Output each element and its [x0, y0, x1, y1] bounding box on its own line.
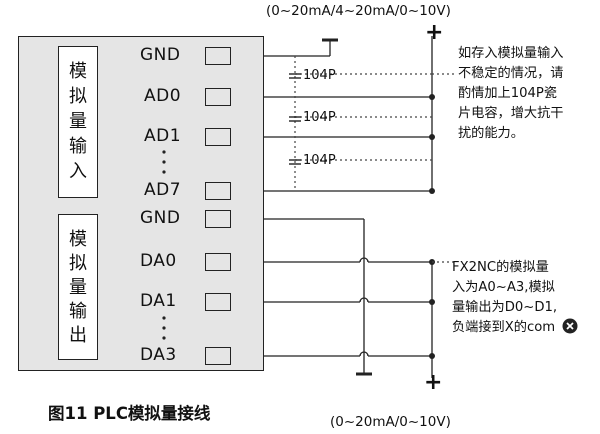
output-group-box: 模 拟 量 输 出: [58, 214, 98, 360]
terminal-pin-da1: [205, 293, 231, 311]
input-group-char: 量: [69, 111, 87, 132]
input-group-char: 输: [69, 136, 87, 157]
junction-ad1: [429, 134, 435, 140]
terminal-pin-gnd-out: [205, 210, 231, 228]
capacitor-symbol-2: [289, 116, 301, 122]
note-line: 扰的能力。: [458, 126, 524, 141]
terminal-label-ad1: AD1: [144, 126, 182, 146]
note-line: 量输出为D0~D1,: [452, 300, 558, 315]
wire-da0-hop: [359, 257, 369, 263]
input-group-char: 入: [69, 161, 87, 182]
terminal-label-da0: DA0: [140, 251, 177, 271]
input-group-char: 拟: [69, 86, 87, 107]
bottom-range-label: (0~20mA/0~10V): [330, 414, 451, 430]
plc-body: [18, 36, 264, 371]
terminal-pin-da3: [205, 347, 231, 365]
terminal-label-ad7: AD7: [144, 180, 182, 200]
terminal-pin-ad1: [205, 128, 231, 146]
junction-da1: [429, 299, 435, 305]
note-fx2nc: FX2NC的模拟量 入为A0~A3,模拟 量输出为D0~D1, 负端接到X的co…: [452, 258, 578, 338]
wire-da3-hop: [359, 351, 369, 357]
junction-ad7: [429, 188, 435, 194]
ellipsis-dots-output: [162, 316, 166, 340]
junction-ad0: [429, 94, 435, 100]
note-line: 酌情加上104P瓷: [458, 86, 558, 101]
note-line: 负端接到X的com: [452, 318, 578, 338]
capacitor-symbol-1: [289, 73, 301, 79]
output-group-char: 输: [69, 301, 87, 322]
output-group-char: 出: [69, 325, 87, 346]
plus-sign-top: +: [425, 20, 444, 45]
note-line: 入为A0~A3,模拟: [452, 280, 555, 295]
x-circle-icon: [562, 318, 578, 334]
terminal-pin-ad0: [205, 88, 231, 106]
output-group-char: 模: [69, 229, 87, 250]
terminal-label-da1: DA1: [140, 291, 177, 311]
terminal-label-da3: DA3: [140, 345, 177, 365]
top-range-label: (0~20mA/4~20mA/0~10V): [266, 3, 451, 19]
terminal-pin-da0: [205, 253, 231, 271]
plus-sign-bottom: +: [424, 370, 443, 395]
capacitor-symbol-3: [289, 159, 301, 165]
capacitor-label-2: 104P: [303, 110, 336, 125]
wire-da1-hop: [359, 297, 369, 303]
terminal-label-ad0: AD0: [144, 86, 182, 106]
terminal-pin-gnd-in: [205, 47, 231, 65]
input-group-char: 模: [69, 61, 87, 82]
note-line: FX2NC的模拟量: [452, 260, 549, 275]
capacitor-label-1: 104P: [303, 68, 336, 83]
output-group-char: 量: [69, 277, 87, 298]
input-group-box: 模 拟 量 输 入: [58, 46, 98, 198]
terminal-label-gnd-in: GND: [140, 45, 181, 65]
terminal-pin-ad7: [205, 182, 231, 200]
output-group-char: 拟: [69, 253, 87, 274]
note-line: 不稳定的情况，请: [458, 66, 564, 81]
junction-da3: [429, 353, 435, 359]
terminal-label-gnd-out: GND: [140, 208, 181, 228]
ellipsis-dots-input: [162, 150, 166, 174]
note-line: 如存入模拟量输入: [458, 46, 564, 61]
note-line-text: 负端接到X的com: [452, 320, 556, 335]
note-line: 片电容，增大抗干: [458, 106, 564, 121]
note-capacitor-advice: 如存入模拟量输入 不稳定的情况，请 酌情加上104P瓷 片电容，增大抗干 扰的能…: [458, 44, 564, 144]
figure-caption: 图11 PLC模拟量接线: [48, 404, 211, 423]
capacitor-label-3: 104P: [303, 153, 336, 168]
